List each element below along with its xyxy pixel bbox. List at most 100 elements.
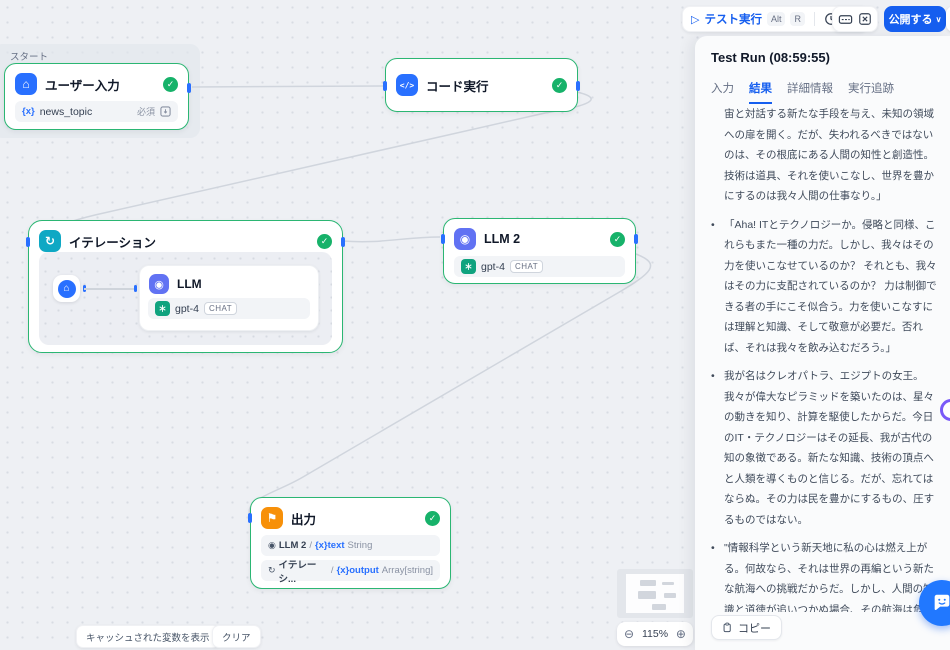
- success-check-icon: ✓: [610, 231, 625, 247]
- iteration-canvas[interactable]: ⌂ ◉ LLM gpt-4 CHAT: [39, 252, 332, 345]
- home-icon: ⌂: [57, 279, 76, 298]
- edge-iteration-llm2: [342, 236, 441, 243]
- iteration-mini-icon: ↻: [268, 565, 276, 575]
- code-icon: </>: [396, 74, 418, 96]
- model-mode-badge: CHAT: [203, 302, 238, 315]
- kbd-alt-badge: Alt: [766, 12, 786, 26]
- input-handle[interactable]: [26, 237, 30, 247]
- model-name: gpt-4: [481, 260, 505, 273]
- copy-label: コピー: [738, 622, 771, 635]
- success-check-icon: ✓: [425, 510, 440, 526]
- node-output-header: ⚑ 出力 ✓: [251, 498, 450, 535]
- output-handle[interactable]: [187, 83, 191, 93]
- chat-fab-button[interactable]: [919, 580, 950, 626]
- form-input-icon: [160, 106, 171, 117]
- variable-type: Array[string]: [381, 565, 433, 576]
- required-label: 必須: [136, 107, 155, 117]
- node-user-input-header: ⌂ ユーザー入力 ✓: [5, 64, 188, 101]
- test-run-button[interactable]: テスト実行: [704, 14, 762, 26]
- play-icon[interactable]: ▷: [691, 13, 700, 26]
- result-paragraph: "情報科学という新天地に私の心は燃え上がる。何故なら、それは世界の再編という新た…: [711, 538, 942, 612]
- node-title: LLM 2: [484, 232, 521, 246]
- toolbar-tools-group: [832, 6, 878, 32]
- zoom-in-icon[interactable]: ⊕: [675, 627, 686, 641]
- llm-icon: ◉: [149, 274, 169, 294]
- model-mode-badge: CHAT: [509, 260, 544, 273]
- variable-inspect-icon[interactable]: [857, 12, 872, 27]
- publish-label: 公開する: [888, 14, 933, 26]
- panel-tabs: 入力 結果 詳細情報 実行追跡: [711, 80, 894, 104]
- edge-userinput-code: [191, 85, 384, 88]
- output-handle[interactable]: [576, 81, 580, 91]
- node-code[interactable]: </> コード実行 ✓: [383, 58, 580, 112]
- clipboard-icon: [723, 622, 731, 633]
- iteration-icon: ↻: [39, 230, 61, 252]
- node-iteration-header: ↻ イテレーション ✓: [29, 221, 342, 258]
- variable-icon: {x}: [22, 106, 35, 117]
- result-paragraph: 「Aha! ITとテクノロジーか。侵略と同様、これらもまた一種の力だ。しかし、我…: [711, 215, 942, 359]
- node-iteration[interactable]: ↻ イテレーション ✓ ⌂ ◉ LLM gpt-4: [26, 220, 345, 353]
- separator: /: [330, 565, 334, 576]
- output-flag-icon: ⚑: [261, 507, 283, 529]
- tab-detail[interactable]: 詳細情報: [787, 83, 833, 95]
- node-title: コード実行: [426, 79, 489, 94]
- input-handle[interactable]: [441, 234, 445, 244]
- toolbar-edge-button[interactable]: [946, 6, 950, 32]
- chat-bubble-icon: [934, 594, 950, 611]
- minimap-viewport: [626, 574, 684, 613]
- variable-ref: {x}output: [336, 565, 379, 576]
- llm-mini-icon: ◉: [268, 540, 276, 550]
- variable-type: String: [347, 540, 373, 551]
- toolbar-divider: [813, 12, 815, 26]
- copy-button[interactable]: コピー: [711, 615, 782, 640]
- variable-row[interactable]: {x} news_topic 必須: [15, 101, 178, 122]
- output-row[interactable]: ◉ LLM 2 / {x}text String: [261, 535, 440, 556]
- home-icon: ⌂: [15, 73, 37, 95]
- output-handle[interactable]: [341, 237, 345, 247]
- clear-label: クリア: [222, 632, 251, 644]
- iteration-start-node[interactable]: ⌂: [53, 275, 80, 302]
- result-text[interactable]: 宙と対話する新たな手段を与え、未知の領域への扉を開く。だが、失われるべきではない…: [711, 104, 942, 612]
- iteration-inner-edge: [84, 288, 134, 290]
- assistant-badge[interactable]: [940, 399, 950, 421]
- input-handle[interactable]: [383, 81, 387, 91]
- openai-icon: [461, 259, 476, 274]
- node-output[interactable]: ⚑ 出力 ✓ ◉ LLM 2 / {x}text String ↻ イテレーシ.…: [248, 497, 451, 589]
- zoom-level[interactable]: 115%: [641, 628, 669, 640]
- tab-input[interactable]: 入力: [711, 83, 734, 95]
- kbd-r-badge: R: [790, 12, 805, 26]
- node-llm-header: ◉ LLM: [140, 266, 318, 298]
- tab-trace[interactable]: 実行追跡: [848, 83, 894, 95]
- openai-icon: [155, 301, 170, 316]
- mini-input-handle: [134, 285, 137, 292]
- variable-name: news_topic: [39, 105, 93, 118]
- publish-button[interactable]: 公開する ∨: [884, 6, 946, 32]
- minimap[interactable]: [617, 569, 693, 618]
- result-paragraph: 我が名はクレオパトラ、エジプトの女王。我々が偉大なピラミッドを築いたのは、星々の…: [711, 366, 942, 530]
- node-title: ユーザー入力: [45, 78, 120, 93]
- node-llm[interactable]: ◉ LLM gpt-4 CHAT: [139, 265, 319, 331]
- node-code-header: </> コード実行 ✓: [386, 59, 577, 102]
- node-title: 出力: [291, 512, 317, 527]
- model-name: gpt-4: [175, 302, 199, 315]
- success-check-icon: ✓: [163, 76, 178, 92]
- output-handle[interactable]: [634, 234, 638, 244]
- cached-vars-label: キャッシュされた変数を表示: [86, 632, 210, 644]
- output-row[interactable]: ↻ イテレーシ... / {x}output Array[string]: [261, 560, 440, 585]
- variable-ref: {x}text: [314, 540, 345, 551]
- clear-button[interactable]: クリア: [212, 625, 261, 648]
- show-cached-vars-button[interactable]: キャッシュされた変数を表示: [76, 625, 220, 648]
- model-row[interactable]: gpt-4 CHAT: [148, 298, 310, 319]
- input-handle[interactable]: [248, 513, 252, 523]
- node-llm2[interactable]: ◉ LLM 2 ✓ gpt-4 CHAT: [441, 218, 638, 284]
- node-llm2-header: ◉ LLM 2 ✓: [444, 219, 635, 256]
- zoom-out-icon[interactable]: ⊖: [624, 627, 635, 641]
- chevron-down-icon: ∨: [935, 14, 942, 24]
- success-check-icon: ✓: [552, 77, 567, 93]
- node-user-input[interactable]: ⌂ ユーザー入力 ✓ {x} news_topic 必須: [4, 63, 191, 130]
- result-paragraph: 宙と対話する新たな手段を与え、未知の領域への扉を開く。だが、失われるべきではない…: [724, 108, 934, 202]
- model-row[interactable]: gpt-4 CHAT: [454, 256, 625, 277]
- tab-result[interactable]: 結果: [749, 80, 772, 104]
- api-doc-icon[interactable]: [838, 12, 853, 27]
- panel-title: Test Run (08:59:55): [711, 50, 830, 65]
